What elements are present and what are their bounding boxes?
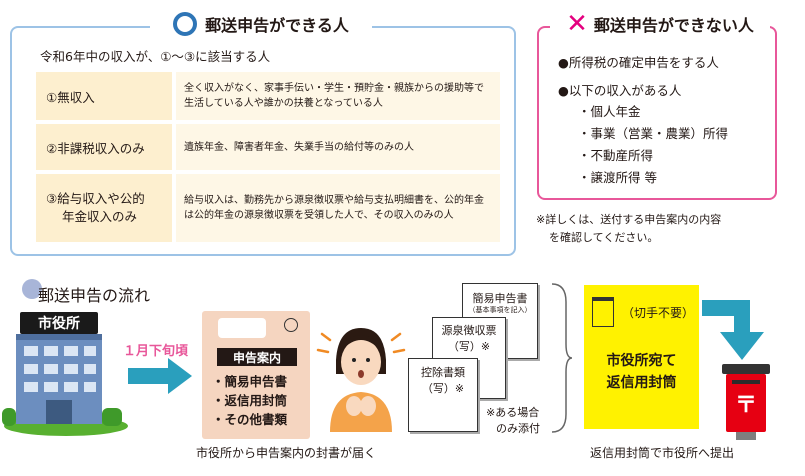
envelope-item: ・返信用封筒 bbox=[212, 393, 288, 408]
row-label-line2: 年金収入のみ bbox=[62, 209, 138, 224]
row-label: ③給与収入や公的 年金収入のみ bbox=[36, 174, 172, 242]
date-label: １月下旬頃 bbox=[123, 344, 189, 359]
return-envelope-line1: 市役所宛て bbox=[606, 353, 677, 369]
guide-envelope-label: 申告案内 bbox=[217, 348, 297, 366]
city-hall-sign: 市役所 bbox=[20, 312, 98, 334]
ineligible-bullet: ●所得税の確定申告をする人 bbox=[558, 55, 719, 70]
no-stamp-note: （切手不要） bbox=[622, 306, 695, 320]
cross-icon: ✕ bbox=[566, 9, 588, 39]
doc-deduction bbox=[408, 358, 478, 432]
return-envelope-line2: 返信用封筒 bbox=[606, 375, 677, 391]
eligible-row-salary-pension: ③給与収入や公的 年金収入のみ 給与収入は、勤務先から源泉徴収票や給与支払明細書… bbox=[36, 174, 500, 242]
doc-withholding-line2: （写）※ bbox=[447, 340, 491, 353]
eligible-row-nontaxable: ②非課税収入のみ 遺族年金、障害者年金、失業手当の給付等のみの人 bbox=[36, 124, 500, 170]
row-label: ②非課税収入のみ bbox=[36, 124, 172, 170]
caption-arrival: 市役所から申告案内の封書が届く bbox=[196, 446, 377, 460]
row-label-line1: ③給与収入や公的 bbox=[46, 191, 145, 206]
postal-mark: 〒 bbox=[734, 393, 757, 418]
ineligible-bullet: ●以下の収入がある人 bbox=[558, 83, 682, 98]
bracket-icon bbox=[551, 283, 573, 433]
envelope-item: ・その他書類 bbox=[212, 412, 288, 427]
eligible-row-no-income: ①無収入 全く収入がなく、家事手伝い・学生・預貯金・親族からの援助等で生活してい… bbox=[36, 72, 500, 120]
ineligible-sub-item: ・事業（営業・農業）所得 bbox=[578, 126, 729, 141]
ineligible-header: ✕ 郵送申告ができない人 bbox=[550, 6, 770, 42]
details-note-line1: ※詳しくは、送付する申告案内の内容 bbox=[536, 213, 722, 226]
doc-simple-sub: （基本事項を記入） bbox=[468, 306, 532, 314]
attach-note-line1: ※ある場合 bbox=[486, 406, 540, 419]
doc-deduction-line2: （写）※ bbox=[421, 382, 465, 395]
postbox-base bbox=[736, 432, 756, 440]
eligible-title: 郵送申告ができる人 bbox=[205, 16, 349, 35]
arrow-down-icon bbox=[702, 300, 764, 360]
ineligible-sub-item: ・個人年金 bbox=[578, 104, 641, 119]
flow-title: 郵送申告の流れ bbox=[38, 286, 151, 305]
eligible-intro: 令和6年中の収入が、①～③に該当する人 bbox=[40, 49, 271, 64]
ineligible-title: 郵送申告ができない人 bbox=[593, 16, 754, 35]
flow-bullet-icon bbox=[22, 279, 42, 299]
postbox-roof bbox=[722, 364, 770, 374]
attach-note-line2: のみ添付 bbox=[496, 422, 540, 435]
eligible-header: 郵送申告ができる人 bbox=[150, 6, 372, 42]
details-note-line2: を確認してください。 bbox=[549, 231, 659, 244]
return-envelope bbox=[584, 285, 699, 429]
doc-withholding-line1: 源泉徴収票 bbox=[441, 324, 497, 337]
row-description: 給与収入は、勤務先から源泉徴収票や給与支払明細書を、公的年金は公的年金の源泉徴収… bbox=[176, 174, 500, 242]
doc-simple-title: 簡易申告書 bbox=[472, 292, 528, 305]
caption-submit: 返信用封筒で市役所へ提出 bbox=[590, 446, 735, 460]
row-label: ①無収入 bbox=[36, 72, 172, 120]
envelope-item: ・簡易申告書 bbox=[212, 374, 288, 389]
envelope-stamp-icon bbox=[284, 318, 298, 332]
city-hall-icon bbox=[2, 334, 128, 436]
postbox-slot bbox=[732, 380, 760, 384]
stamp-box-icon bbox=[592, 299, 614, 327]
row-description: 全く収入がなく、家事手伝い・学生・預貯金・親族からの援助等で生活している人や誰か… bbox=[176, 72, 500, 120]
row-description: 遺族年金、障害者年金、失業手当の給付等のみの人 bbox=[176, 124, 500, 170]
doc-deduction-line1: 控除書類 bbox=[421, 366, 465, 379]
circle-icon bbox=[173, 12, 198, 36]
arrow-right-icon bbox=[128, 358, 192, 394]
ineligible-sub-item: ・譲渡所得 等 bbox=[578, 170, 657, 185]
person-illustration bbox=[316, 328, 406, 432]
ineligible-sub-item: ・不動産所得 bbox=[578, 148, 654, 163]
envelope-window bbox=[218, 318, 266, 338]
